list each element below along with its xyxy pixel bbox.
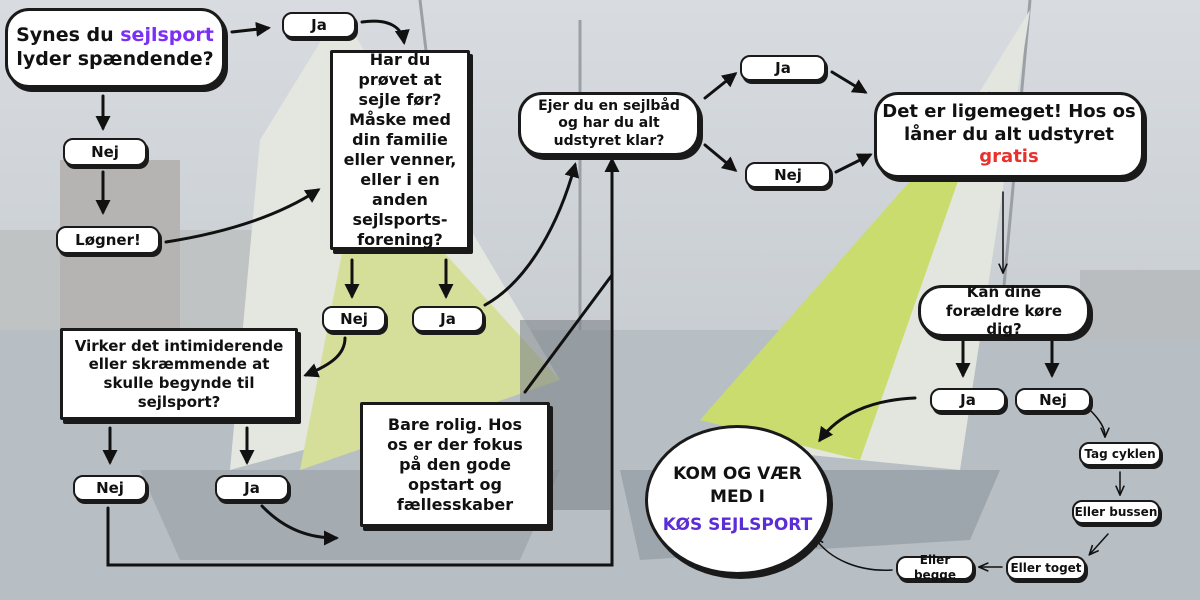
option-bus: Eller bussen xyxy=(1072,500,1160,524)
answer-nej-2: Nej xyxy=(322,306,386,332)
answer-nej-4: Nej xyxy=(745,162,831,188)
finale-line2: MED I xyxy=(710,486,765,507)
option-bike: Tag cyklen xyxy=(1079,442,1161,466)
answer-nej-1: Nej xyxy=(63,138,147,166)
option-train: Eller toget xyxy=(1006,556,1086,580)
start-prefix: Synes du xyxy=(16,24,121,47)
finale-line1: KOM OG VÆR xyxy=(673,463,802,484)
answer-ja-4: Ja xyxy=(740,55,826,81)
answer-ja-1: Ja xyxy=(282,12,356,38)
start-highlight-sejlsport: sejlsport xyxy=(120,24,214,47)
answer-logner: Løgner! xyxy=(56,226,160,254)
question-parents-drive: Kan dine forældre køre dig? xyxy=(918,283,1090,338)
answer-nej-5: Nej xyxy=(1015,388,1091,412)
join-call-to-action: KOM OG VÆR MED I KØS SEJLSPORT xyxy=(645,425,830,575)
start-question: Synes du sejlsport lyder spændende? xyxy=(5,8,225,88)
answer-ja-5: Ja xyxy=(930,388,1006,412)
finale-club-name: KØS SEJLSPORT xyxy=(662,515,813,536)
answer-nej-3: Nej xyxy=(73,475,147,501)
free-line2: låner du alt udstyret xyxy=(903,123,1115,145)
free-equipment-box: Det er ligemeget! Hos os låner du alt ud… xyxy=(874,92,1144,178)
question-tried-sailing: Har du prøvet at sejle før? Måske med di… xyxy=(330,50,470,250)
free-highlight-gratis: gratis xyxy=(979,146,1039,168)
answer-ja-2: Ja xyxy=(412,306,484,332)
question-intimidating: Virker det intimiderende eller skræmmend… xyxy=(60,328,298,420)
answer-ja-3: Ja xyxy=(215,475,289,501)
reassurance-box: Bare rolig. Hos os er der fokus på den g… xyxy=(360,402,550,527)
option-both: Eller begge xyxy=(896,553,974,582)
free-line1: Det er ligemeget! Hos os xyxy=(882,101,1136,123)
question-own-boat: Ejer du en sejlbåd og har du alt udstyre… xyxy=(518,92,700,156)
start-line2: lyder spændende? xyxy=(16,48,214,70)
